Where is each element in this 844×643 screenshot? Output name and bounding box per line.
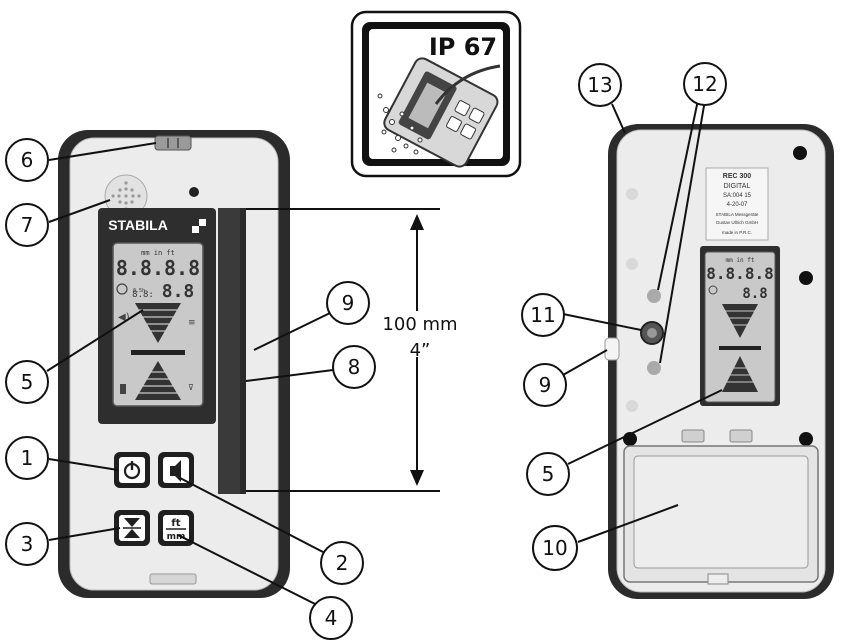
callout-12: 12 (683, 62, 727, 106)
front-lcd-accuracy-icon-2: ≡ (188, 318, 196, 328)
back-lcd-clock-icon (708, 285, 718, 295)
speaker-icon (170, 460, 181, 482)
front-lcd-digits-top: 8.8.8.8 (116, 256, 200, 280)
back-lcd-digits-top: 8.8.8.8 (706, 264, 773, 283)
callout-9-front: 9 (326, 281, 370, 325)
front-lcd-units: mm in ft (141, 249, 175, 257)
back-lcd-digits-mid: 8.8 (742, 286, 767, 302)
ip67-label: IP 67 (429, 33, 497, 61)
front-lcd-digits-mid: 8.8 (162, 281, 195, 302)
accuracy-icon (124, 518, 140, 527)
svg-text:1: 1 (21, 446, 34, 470)
front-sensor-hole (189, 187, 199, 197)
back-label-line-2: SA:004 15 (723, 193, 752, 199)
front-bottom-notch (149, 573, 197, 585)
back-label-line-5: Gustav Ullrich GmbH (716, 220, 758, 225)
svg-text:13: 13 (587, 73, 612, 97)
svg-text:5: 5 (21, 370, 34, 394)
back-lcd-arrow-up (722, 356, 758, 392)
measure-imperial: 4” (410, 340, 431, 361)
svg-text:3: 3 (21, 532, 34, 556)
back-light-holes (626, 188, 638, 412)
callout-13: 13 (578, 63, 622, 107)
front-lcd-arrow-up (135, 361, 181, 400)
callout-11: 11 (521, 293, 565, 337)
callout-1: 1 (5, 436, 49, 480)
front-lcd-battery-icon (120, 384, 126, 394)
units-button[interactable]: ft mm (158, 510, 194, 546)
front-lcd-accuracy-icon: ⊽ (188, 383, 194, 392)
callout-5-back: 5 (526, 452, 570, 496)
svg-text:8: 8 (348, 355, 361, 379)
svg-text:12: 12 (692, 72, 717, 96)
back-hinge-left (681, 429, 705, 443)
back-label-line-4: STABILA Messgeräte (716, 212, 759, 217)
callout-8: 8 (332, 345, 376, 389)
front-lcd-arrow-down (135, 303, 181, 343)
measure-arrowhead-up (410, 214, 424, 230)
battery-latch (707, 573, 729, 585)
ip67-water-drops (377, 93, 423, 155)
callout-10: 10 (532, 525, 578, 571)
front-lcd-sound-icon: ◀) (118, 312, 130, 323)
accuracy-button[interactable] (114, 510, 150, 546)
front-lcd-digits-small: 8.8: (132, 290, 154, 300)
back-label-line-0: REC 300 (723, 173, 752, 180)
svg-text:5: 5 (542, 462, 555, 486)
svg-text:6: 6 (21, 148, 34, 172)
sound-button[interactable] (158, 452, 194, 488)
measure-value: 100 mm (382, 314, 457, 335)
back-magnet-bottom (647, 361, 661, 375)
svg-text:9: 9 (342, 291, 355, 315)
callout-7: 7 (5, 203, 49, 247)
back-lcd-ontarget-bar (719, 346, 761, 350)
callout-9-back: 9 (523, 363, 567, 407)
ip67-water-stream (434, 64, 501, 105)
front-receiver: STABILA mm in ft 8.8.8.8 8.8 8.8: 0.5h ◀… (58, 130, 290, 598)
callout-2: 2 (320, 541, 364, 585)
svg-text:4: 4 (325, 606, 338, 630)
callout-6: 6 (5, 138, 49, 182)
battery-cover (633, 455, 809, 569)
back-hinge-right (729, 429, 753, 443)
ip67-badge: IP 67 (350, 10, 522, 178)
back-label-line-6: made in P.R.C. (722, 230, 752, 235)
callout-leaders (46, 99, 723, 608)
back-label-line-1: DIGITAL (724, 183, 751, 190)
back-magnet-top (647, 289, 661, 303)
units-button-mm: mm (167, 532, 186, 542)
back-label (705, 167, 769, 241)
svg-text:10: 10 (542, 536, 567, 560)
svg-text:7: 7 (21, 213, 34, 237)
front-lcd-clock-icon (116, 283, 128, 295)
svg-text:9: 9 (539, 373, 552, 397)
ip67-device-illustration (383, 57, 499, 168)
front-lcd-timer: 0.5h (133, 288, 145, 294)
front-brand: STABILA (108, 217, 168, 233)
callout-3: 3 (5, 522, 49, 566)
back-side-vial (604, 337, 620, 361)
svg-text:11: 11 (530, 303, 555, 327)
measure-arrowhead-down (410, 470, 424, 486)
svg-text:2: 2 (336, 551, 349, 575)
front-lcd-ontarget-bar (131, 350, 185, 355)
back-receiver: REC 300 DIGITAL SA:004 15 4-20-07 STABIL… (604, 124, 834, 599)
callout-5: 5 (5, 360, 49, 404)
callout-4: 4 (309, 596, 353, 640)
back-lcd-arrow-down (722, 304, 758, 338)
level-vial (154, 135, 192, 151)
back-lcd-units: mm in ft (726, 257, 755, 264)
power-button[interactable] (114, 452, 150, 488)
units-button-ft: ft (171, 518, 180, 529)
back-label-line-3: 4-20-07 (727, 202, 748, 208)
measurement-indicator: 100 mm 4” (246, 208, 458, 492)
